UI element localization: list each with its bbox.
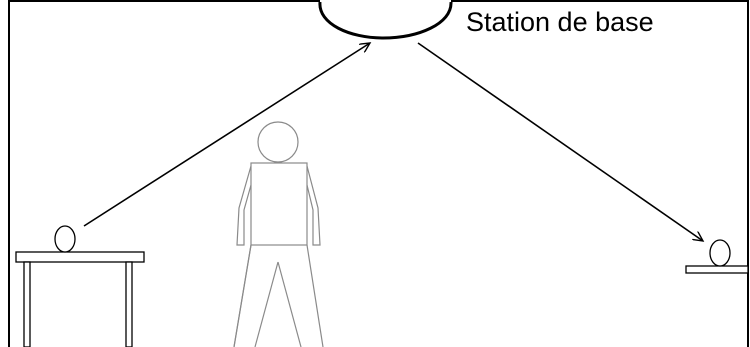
person-left-leg-outer (233, 244, 252, 347)
person-right-arm (306, 165, 321, 246)
table-leg-left (23, 261, 31, 347)
person-left-leg-inner (254, 261, 279, 347)
base-station-dome (318, 1, 453, 40)
uplink-arrow (83, 43, 370, 227)
room-walls (8, 0, 749, 347)
wall-shelf (685, 265, 749, 274)
base-station-label: Station de base (466, 7, 654, 37)
person-right-leg-outer (306, 244, 324, 347)
table-top (15, 251, 145, 263)
person-head (257, 121, 299, 163)
person-left-arm (236, 165, 252, 246)
left-sensor-node (54, 225, 76, 253)
right-sensor-node (709, 239, 731, 267)
table-leg-right (125, 261, 133, 347)
person-right-leg-inner (277, 261, 302, 347)
downlink-arrow (417, 42, 703, 241)
person-figure (233, 121, 324, 347)
person-torso (250, 162, 308, 246)
table (15, 251, 145, 347)
